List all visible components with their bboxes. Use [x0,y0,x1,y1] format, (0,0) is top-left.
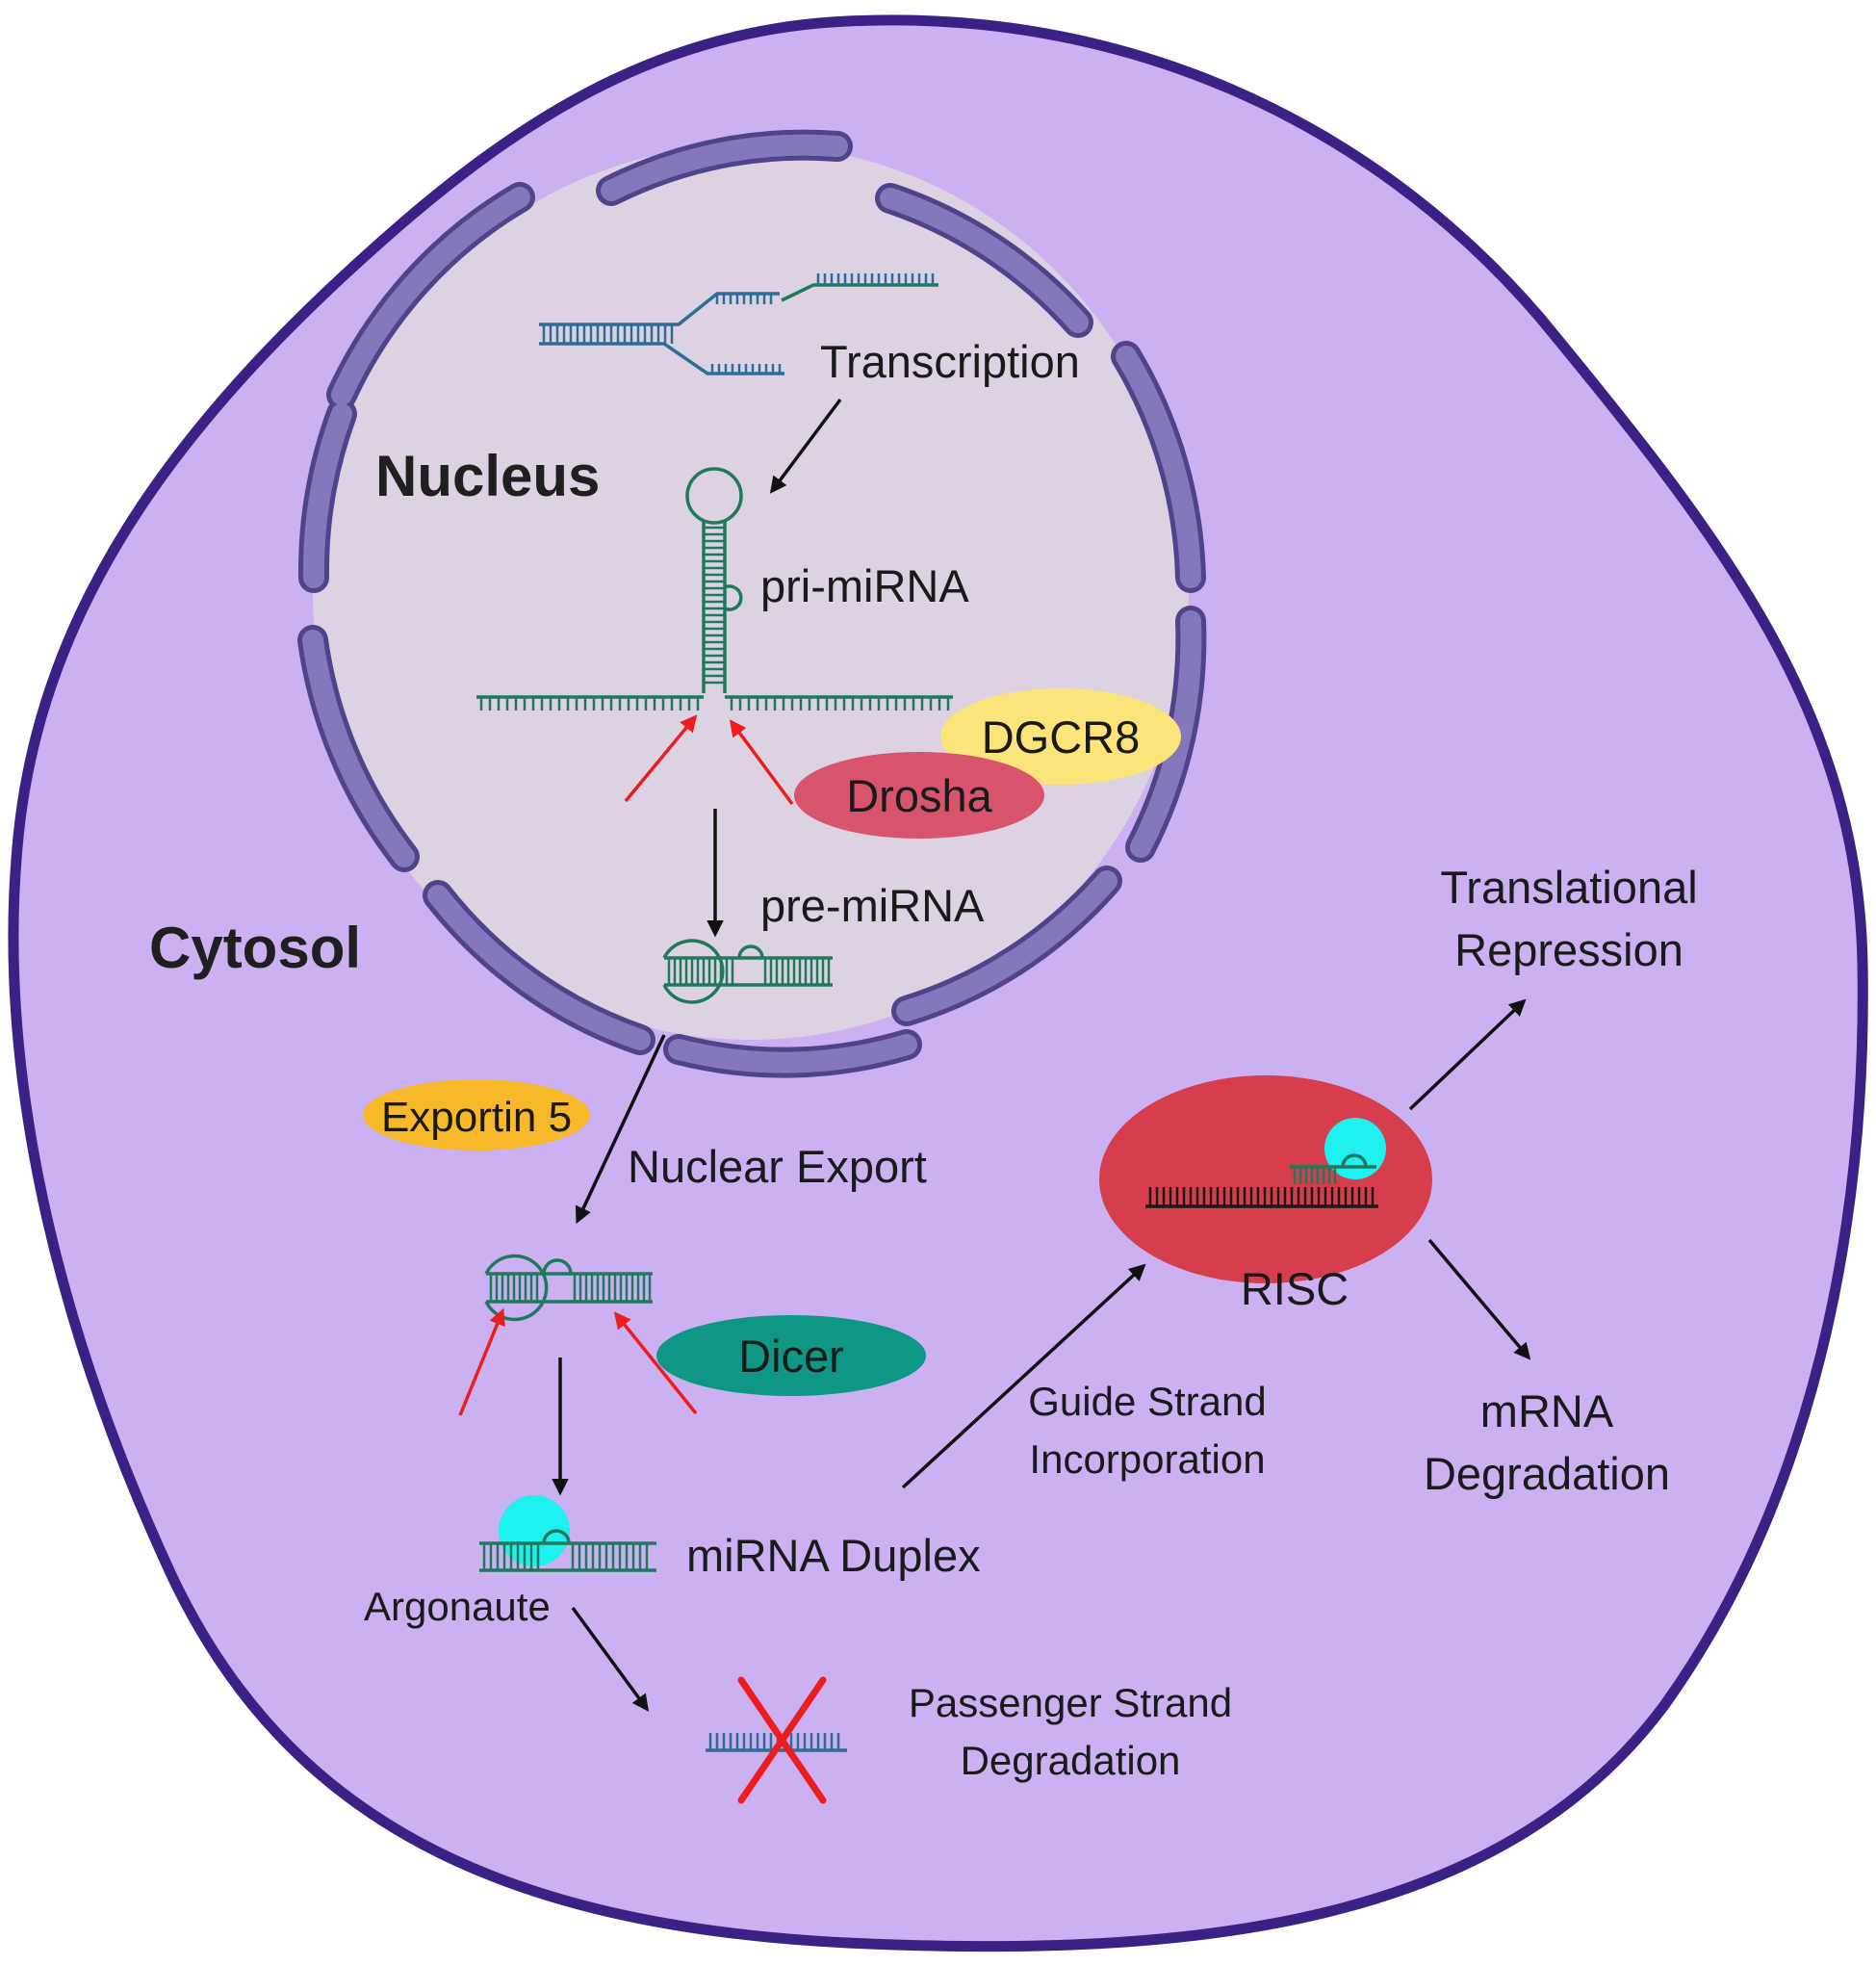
dna-strands [539,273,938,375]
risc-strands [1145,1153,1378,1208]
mrna-label: mRNA [1480,1385,1614,1436]
dgcr8-label: DGCR8 [982,711,1141,763]
passenger-strand [706,1676,847,1804]
dicer-label: Dicer [738,1331,844,1382]
risc-complex [1099,1075,1432,1283]
transcription-label: Transcription [820,336,1080,387]
dgcr8-protein [940,688,1181,785]
dicer-protein [656,1315,926,1396]
cross-icon [737,1676,827,1804]
mirna-duplex-label: miRNA Duplex [686,1530,981,1581]
pri-mirna-structure [476,467,953,711]
exportin-label: Exportin 5 [381,1094,572,1141]
drosha-protein [794,752,1044,839]
drosha-label: Drosha [846,770,992,821]
risc-argonaute-icon [1324,1118,1386,1179]
cytosol-label: Cytosol [149,916,361,980]
mrna-degradation-label: Degradation [1424,1448,1670,1499]
pri-mirna-label: pri-miRNA [760,560,969,611]
argonaute-icon [499,1495,570,1566]
translational-label: Translational [1440,862,1697,913]
incorporation-label: Incorporation [1029,1436,1265,1482]
nuclear-envelope [297,129,1207,1078]
nuclear-export-label: Nuclear Export [628,1141,927,1192]
nucleus-label: Nucleus [375,444,600,508]
pre-mirna-structure [662,939,833,1004]
guide-strand-label: Guide Strand [1028,1379,1267,1424]
mirna-duplex-structure [479,1495,656,1572]
passenger-degradation-label: Degradation [961,1738,1181,1783]
process-arrows [552,398,1531,1712]
pre-mirna-label: pre-miRNA [760,880,985,931]
repression-label: Repression [1454,924,1683,975]
exportin-protein [363,1079,590,1151]
cleavage-arrows [458,714,794,1416]
argonaute-label: Argonaute [364,1584,551,1629]
passenger-strand-label: Passenger Strand [909,1680,1232,1725]
risc-label: RISC [1241,1263,1349,1314]
